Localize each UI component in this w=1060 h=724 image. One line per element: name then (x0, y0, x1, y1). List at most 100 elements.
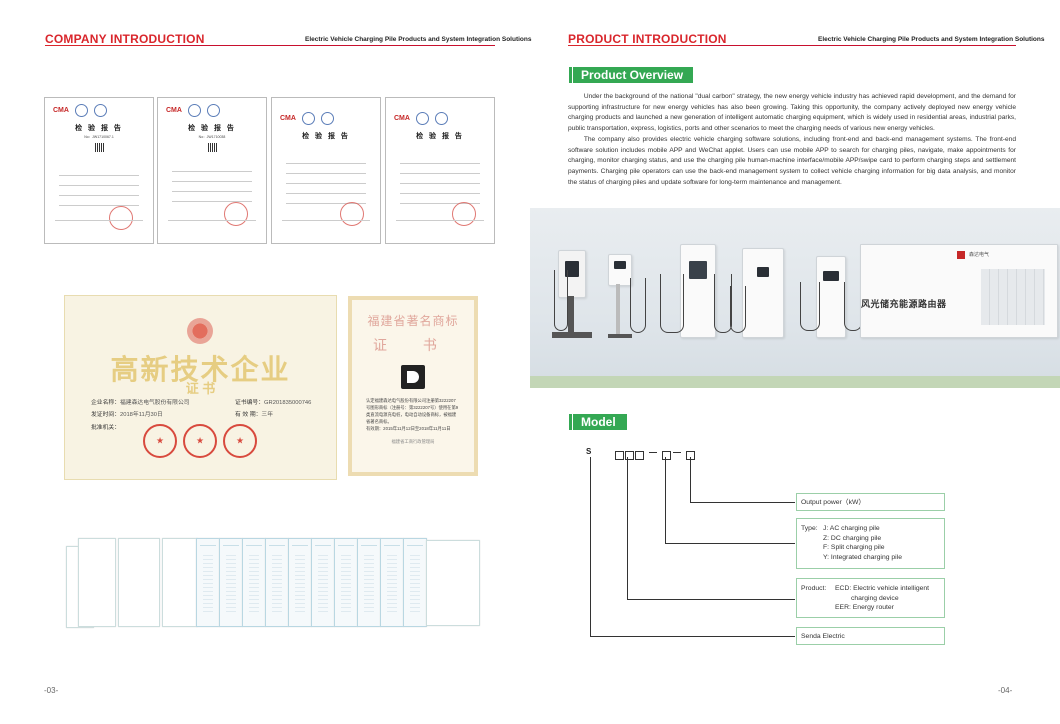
product-overview-text: Under the background of the national "du… (568, 92, 1016, 188)
mini-certificate (380, 538, 404, 627)
mini-certificate (311, 538, 335, 627)
right-page-number: -04- (998, 686, 1013, 695)
validity-label: 有 效 期： (235, 412, 262, 418)
output-power-label: Output power（kW） (801, 499, 866, 506)
mini-certificate (196, 538, 220, 627)
overview-paragraph-1: Under the background of the national "du… (568, 93, 1016, 133)
qr-code-icon (207, 143, 217, 152)
test-report-2: CMA 检 验 报 告 No：JW1710038 (157, 97, 267, 244)
test-report-4: CMA 检 验 报 告 (385, 97, 495, 244)
cnas-logo-icon (187, 104, 201, 117)
charging-products-photo: 森达电气 风光储充能源路由器 (530, 208, 1060, 388)
red-seal-icon (143, 424, 177, 458)
ilac-logo-icon (93, 104, 107, 117)
model-code-letter: S (586, 447, 592, 456)
cert-no-label: 证书编号： (235, 400, 264, 406)
overview-paragraph-2: The company also provides electric vehic… (568, 135, 1016, 186)
brand-logo-icon (957, 251, 965, 259)
emblem-icon (187, 318, 213, 344)
ilac-logo-icon (320, 112, 334, 125)
product-line-eer: EER: Energy router (835, 604, 894, 612)
mini-certificate (162, 538, 198, 627)
type-line-j: J: AC charging pile (823, 525, 880, 532)
mini-certificate (219, 538, 243, 627)
left-header-line (45, 45, 495, 47)
famous-trademark-certificate: 福建省著名商标 证 书 认定福建森达电气股份有限公司注册第3222207号图形商… (348, 296, 478, 476)
issue-date-label: 发证时间： (91, 412, 120, 418)
brand-box: Senda Electric (796, 627, 945, 645)
enterprise-label: 企业名称： (91, 400, 120, 406)
product-title: Product: (801, 585, 827, 592)
cnas-logo-icon (301, 112, 315, 125)
test-report-title: 检 验 报 告 (75, 125, 123, 132)
cnas-logo-icon (74, 104, 88, 117)
output-power-box: Output power（kW） (796, 493, 945, 511)
test-report-title: 检 验 报 告 (188, 125, 236, 132)
product-overview-heading: Product Overview (569, 67, 693, 83)
test-report-title: 检 验 报 告 (302, 133, 350, 140)
red-seal-icon (109, 206, 133, 230)
red-seal-icon (224, 202, 248, 226)
mini-certificate (265, 538, 289, 627)
product-line-ecd: ECD: Electric vehicle intelligent (835, 585, 930, 592)
red-seal-icon (452, 202, 476, 226)
energy-router-cabinet: 森达电气 风光储充能源路由器 (860, 244, 1058, 338)
cnas-logo-icon (415, 112, 429, 125)
approval-org-label: 批准机关： (91, 425, 120, 431)
qr-code-icon (94, 143, 104, 152)
test-report-number: No：JW1710067.1 (84, 135, 114, 139)
cert-no-value: GR201835000746 (264, 400, 312, 406)
dc-charger-1 (680, 244, 716, 338)
mini-certificate (118, 538, 160, 627)
right-header-subtitle: Electric Vehicle Charging Pile Products … (818, 36, 1045, 43)
cabinet-text: 风光储充能源路由器 (861, 299, 947, 309)
product-box: Product: ECD: Electric vehicle intellige… (796, 578, 945, 618)
test-report-3: CMA 检 验 报 告 (271, 97, 381, 244)
high-tech-enterprise-certificate: 高新技术企业 证 书 企业名称：福建森达电气股份有限公司 证书编号：GR2018… (64, 295, 337, 480)
right-header-line (568, 45, 1016, 47)
mini-certificate (242, 538, 266, 627)
trademark-cert-issuer: 福建省工商行政管理局 (391, 439, 435, 444)
test-report-number: No：JW1710038 (198, 135, 226, 139)
mini-certificate (288, 538, 312, 627)
type-title: Type: (801, 525, 818, 532)
mini-certificate (403, 538, 427, 627)
cma-logo-icon: CMA (280, 115, 296, 122)
model-code-boxes (615, 447, 645, 465)
issue-date-value: 2018年11月30日 (120, 412, 163, 418)
dc-charger-3 (816, 256, 846, 338)
mini-certificate (78, 538, 116, 627)
certificate-subtitle: 证 书 (185, 381, 216, 396)
cma-logo-icon: CMA (394, 115, 410, 122)
dc-charger-2 (742, 248, 784, 338)
type-line-y: Y: Integrated charging pile (823, 553, 902, 561)
enterprise-value: 福建森达电气股份有限公司 (120, 400, 190, 406)
type-line-f: F: Split charging pile (823, 544, 885, 552)
test-report-1: CMA 检 验 报 告 No：JW1710067.1 (44, 97, 154, 244)
cma-logo-icon: CMA (53, 107, 69, 114)
red-seal-icon (340, 202, 364, 226)
model-heading: Model (569, 414, 627, 430)
right-header-title: PRODUCT INTRODUCTION (568, 32, 727, 46)
trademark-cert-period: 有效期：2015年11月12日至2018年11月11日 (366, 426, 451, 431)
trademark-cert-body: 认定福建森达电气股份有限公司注册第3222207号图形商标（注册号：第32222… (366, 398, 459, 424)
red-seal-icon (183, 424, 217, 458)
type-box: Type: J: AC charging pile Z: DC charging… (796, 518, 945, 569)
pole-charger (608, 254, 632, 286)
red-seal-icon (223, 424, 257, 458)
mini-certificate (426, 540, 480, 626)
left-page-number: -03- (44, 686, 59, 695)
brand-label: Senda Electric (801, 633, 845, 640)
model-code: S (586, 447, 591, 456)
left-header-subtitle: Electric Vehicle Charging Pile Products … (305, 36, 532, 43)
trademark-cert-title: 福建省著名商标 (367, 314, 459, 328)
brand-logo-icon (401, 365, 425, 389)
ilac-logo-icon (206, 104, 220, 117)
ilac-logo-icon (434, 112, 448, 125)
type-line-z: Z: DC charging pile (823, 534, 882, 542)
mini-certificate (334, 538, 358, 627)
certificate-title: 高新技术企业 (110, 354, 291, 385)
test-report-title: 检 验 报 告 (416, 133, 464, 140)
trademark-cert-subtitle: 证 书 (373, 337, 453, 353)
photo-brand-text: 森达电气 (969, 252, 990, 258)
